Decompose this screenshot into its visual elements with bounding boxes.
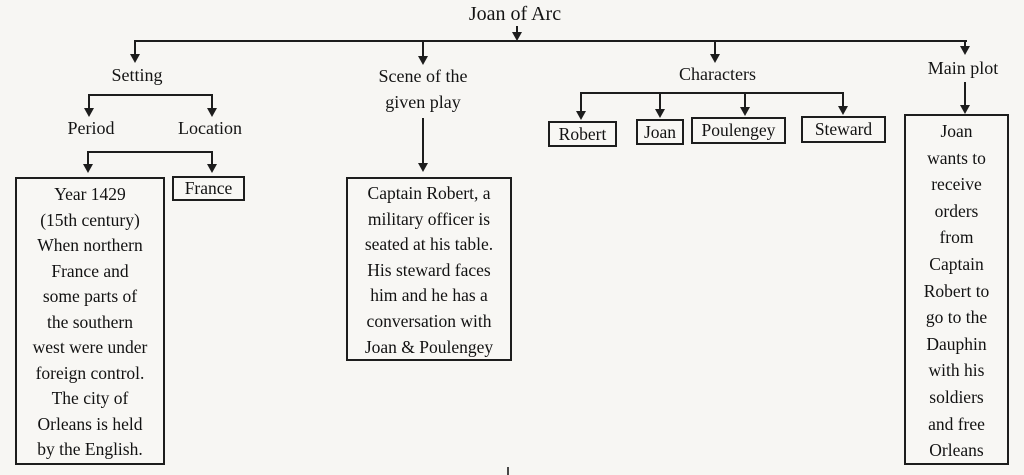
arrow-down-icon (418, 163, 428, 172)
connector-line (88, 151, 213, 153)
main-plot-detail-box: Joan wants to receive orders from Captai… (904, 114, 1009, 465)
character-box-poulengey: Poulengey (691, 117, 786, 144)
arrow-down-icon (655, 109, 665, 118)
scene-node-label: Scene of the given play (378, 66, 468, 112)
connector-line (659, 92, 661, 110)
arrow-down-icon (838, 106, 848, 115)
connector-line (87, 151, 89, 165)
connector-line (134, 40, 136, 55)
connector-line (89, 94, 213, 96)
connector-line (422, 118, 424, 164)
location-detail-box: France (172, 176, 245, 201)
arrow-down-icon (576, 111, 586, 120)
arrow-down-icon (512, 32, 522, 41)
connector-line (964, 82, 966, 106)
arrow-down-icon (130, 54, 140, 63)
connector-line (842, 92, 844, 107)
connector-line (211, 94, 213, 109)
connector-line (580, 92, 582, 112)
arrow-down-icon (83, 164, 93, 173)
arrow-down-icon (207, 164, 217, 173)
arrow-down-icon (960, 46, 970, 55)
main-plot-node-label: Main plot (927, 58, 999, 78)
connector-line (211, 151, 213, 165)
character-box-joan: Joan (636, 119, 684, 145)
connector-line (422, 40, 424, 56)
character-box-robert: Robert (548, 121, 617, 147)
root-node-label: Joan of Arc (468, 3, 562, 25)
period-node-label: Period (67, 118, 115, 138)
connector-line (714, 40, 716, 54)
scene-detail-box: Captain Robert, a military officer is se… (346, 177, 512, 361)
connector-line (516, 26, 518, 34)
connector-line (134, 40, 967, 42)
character-box-steward: Steward (801, 116, 886, 143)
connector-line (744, 92, 746, 108)
arrow-down-icon (207, 108, 217, 117)
arrow-down-icon (740, 107, 750, 116)
characters-node-label: Characters (679, 64, 756, 84)
connector-line (964, 40, 966, 47)
location-node-label: Location (178, 118, 242, 138)
period-detail-box: Year 1429 (15th century) When northern F… (15, 177, 165, 465)
arrow-down-icon (710, 54, 720, 63)
scan-artifact-mark (507, 467, 509, 475)
setting-node-label: Setting (111, 65, 163, 85)
arrow-down-icon (960, 105, 970, 114)
connector-line (580, 92, 844, 94)
arrow-down-icon (84, 108, 94, 117)
arrow-down-icon (418, 56, 428, 65)
connector-line (88, 94, 90, 109)
